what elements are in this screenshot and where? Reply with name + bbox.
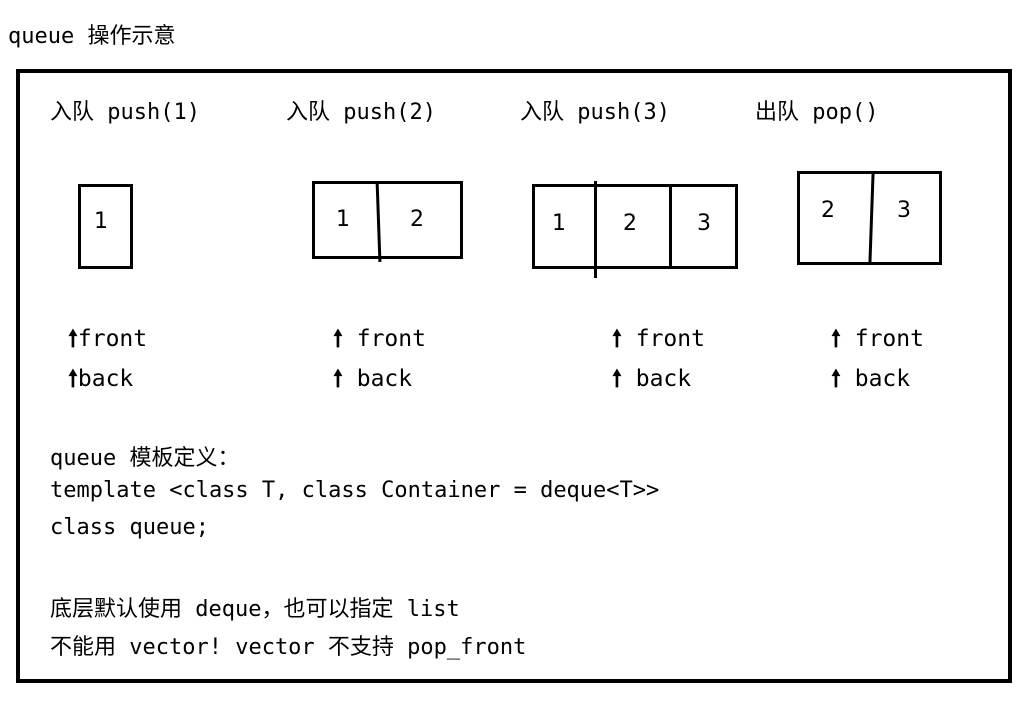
queue-state-4-cell-2: 3 (897, 198, 911, 223)
op-label-push-1: 入队 push(1) (50, 100, 200, 125)
note-line-1: 底层默认使用 deque，也可以指定 list (50, 597, 460, 622)
up-arrow-icon: 🠕 (68, 326, 78, 352)
back-label-3: back (621, 366, 692, 392)
front-pointer-2: 🠕 front (333, 322, 426, 361)
definition-heading: queue 模板定义： (50, 446, 240, 471)
queue-state-3-box (532, 184, 738, 269)
back-pointer-1: 🠕back (68, 362, 133, 401)
op-label-push-2: 入队 push(2) (286, 100, 436, 125)
op-label-push-3: 入队 push(3) (520, 100, 670, 125)
up-arrow-icon: 🠕 (333, 366, 343, 392)
queue-state-3-cell-2: 2 (623, 211, 637, 236)
queue-state-3-cell-3: 3 (697, 211, 711, 236)
up-arrow-icon: 🠕 (831, 326, 841, 352)
definition-line-1: template <class T, class Container = deq… (50, 478, 660, 503)
front-label-4: front (840, 326, 924, 352)
diagram-frame (16, 69, 1012, 683)
op-label-pop: 出队 pop() (755, 100, 879, 125)
front-pointer-1: 🠕front (68, 322, 147, 361)
queue-state-3-divider-2 (669, 184, 672, 269)
front-label-1: front (77, 326, 148, 352)
up-arrow-icon: 🠕 (333, 326, 343, 352)
up-arrow-icon: 🠕 (612, 326, 622, 352)
back-label-2: back (342, 366, 413, 392)
back-pointer-3: 🠕 back (612, 362, 691, 401)
note-line-2: 不能用 vector! vector 不支持 pop_front (50, 635, 527, 660)
definition-line-2: class queue; (50, 515, 209, 540)
queue-state-3-divider-1 (594, 181, 597, 278)
up-arrow-icon: 🠕 (612, 366, 622, 392)
front-label-2: front (342, 326, 426, 352)
back-label-1: back (77, 366, 134, 392)
queue-state-4-box (797, 171, 942, 265)
front-pointer-4: 🠕 front (831, 322, 924, 361)
back-pointer-4: 🠕 back (831, 362, 910, 401)
queue-state-2-box (312, 181, 463, 259)
up-arrow-icon: 🠕 (68, 366, 78, 392)
back-pointer-2: 🠕 back (333, 362, 412, 401)
up-arrow-icon: 🠕 (831, 366, 841, 392)
queue-state-4-cell-1: 2 (821, 198, 835, 223)
front-label-3: front (621, 326, 705, 352)
queue-state-3-cell-1: 1 (552, 211, 566, 236)
diagram-caption: queue 操作示意 (8, 24, 176, 49)
queue-state-2-cell-2: 2 (410, 207, 424, 232)
queue-state-1-box (78, 184, 133, 269)
front-pointer-3: 🠕 front (612, 322, 705, 361)
queue-state-1-cell-1: 1 (94, 209, 108, 234)
queue-state-2-cell-1: 1 (336, 207, 350, 232)
back-label-4: back (840, 366, 911, 392)
